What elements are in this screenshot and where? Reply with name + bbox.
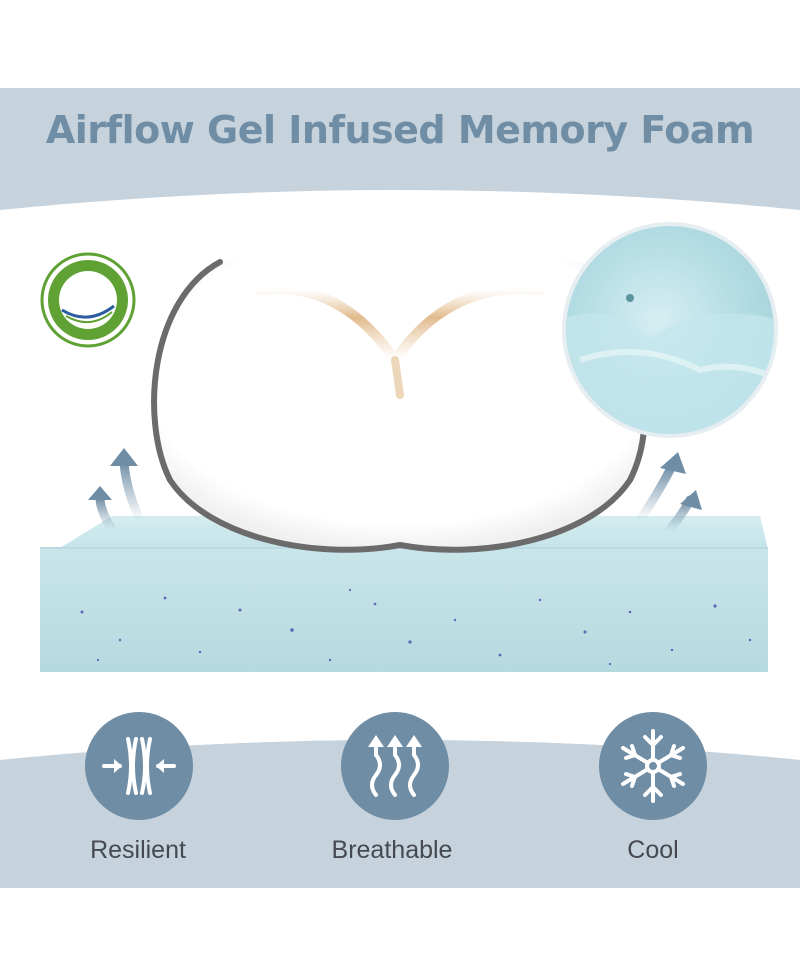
wavy-up-arrows-icon	[341, 712, 449, 820]
foam-zoom-circle	[562, 222, 778, 438]
compress-arrows-icon	[85, 712, 193, 820]
snowflake-icon	[599, 712, 707, 820]
airflow-arrows-left	[95, 457, 145, 535]
page-title: Airflow Gel Infused Memory Foam	[45, 108, 755, 152]
feature-label-resilient: Resilient	[90, 836, 186, 864]
body-outline	[151, 259, 648, 553]
feature-label-cool: Cool	[627, 836, 679, 864]
certipur-badge	[40, 252, 136, 348]
feature-label-breathable: Breathable	[331, 836, 453, 864]
